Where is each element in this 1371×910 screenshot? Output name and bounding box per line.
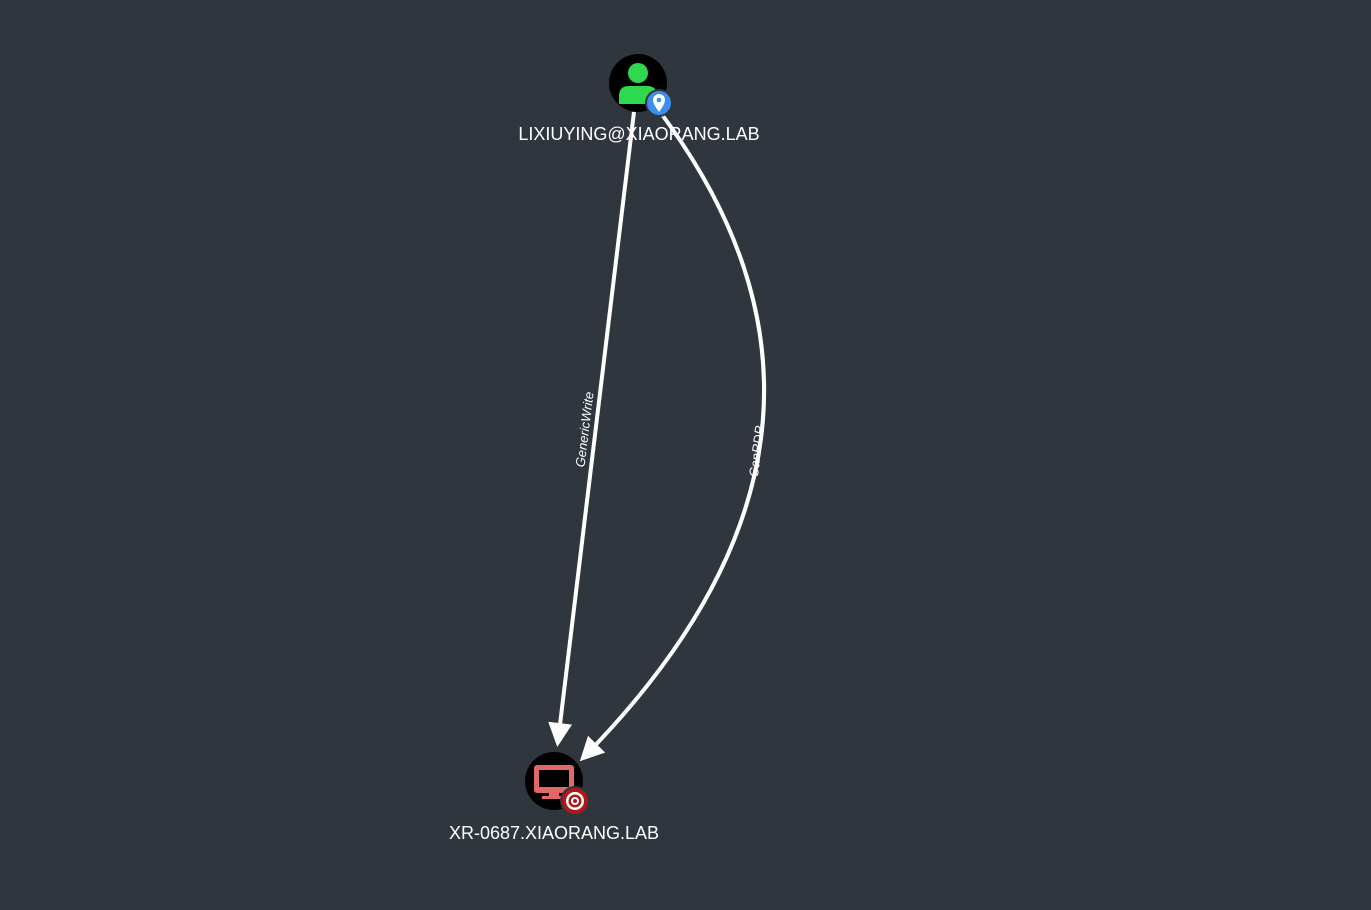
edge-canrdp[interactable]: CanRDP (579, 114, 767, 762)
edge-genericwrite-line[interactable] (548, 111, 636, 747)
node-user-label: LIXIUYING@XIAORANG.LAB (518, 124, 759, 144)
monitor-icon (534, 765, 574, 799)
target-badge-icon (560, 786, 590, 816)
node-user[interactable]: LIXIUYING@XIAORANG.LAB (518, 54, 760, 144)
edge-canrdp-label: CanRDP (746, 425, 767, 478)
node-computer[interactable]: XR-0687.XIAORANG.LAB (449, 752, 659, 843)
node-computer-label: XR-0687.XIAORANG.LAB (449, 823, 659, 843)
edge-genericwrite[interactable]: GenericWrite (548, 111, 636, 747)
edge-canrdp-line[interactable] (579, 114, 767, 762)
map-pin-badge-icon (645, 89, 673, 117)
